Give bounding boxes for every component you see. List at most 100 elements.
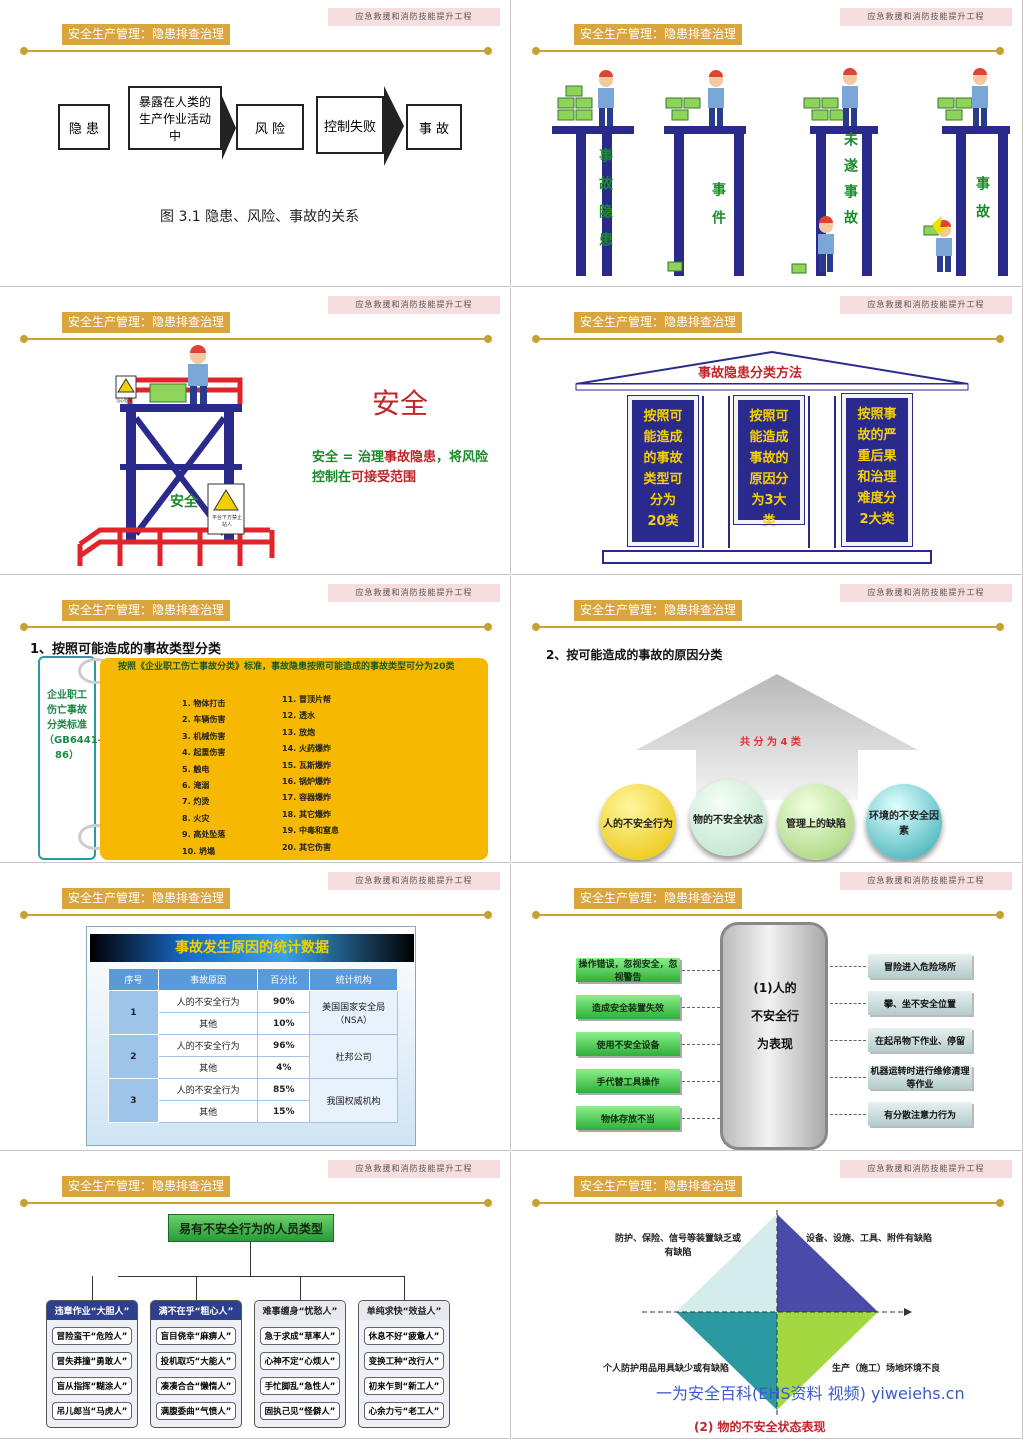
tree-branch [118, 1276, 404, 1277]
slide-tag: 应急救援和消防技能提升工程 [840, 584, 1012, 602]
percent-cell: 10% [257, 1012, 311, 1035]
stats-table: 序号 事故原因 百分比 统计机构 1 人的不安全行为 90% 美国国家安全局（N… [108, 968, 398, 1123]
slide-tag: 应急救援和消防技能提升工程 [328, 296, 500, 314]
people-group: 满不在乎“粗心人”盲目侥幸“麻痹人”投机取巧“大能人”凑凑合合“懒惰人”满腹委曲… [150, 1300, 242, 1428]
tower-label-near-miss: 未遂事故 [842, 132, 858, 236]
slide-4: 应急救援和消防技能提升工程 安全生产管理：隐患排查治理 事故隐患分类方法 按照可… [512, 288, 1023, 575]
org-cell: 美国国家安全局（NSA） [309, 990, 398, 1035]
people-types-title: 易有不安全行为的人员类型 [168, 1214, 334, 1242]
slide-3: 应急救援和消防技能提升工程 安全生产管理：隐患排查治理 当心坠落 平台下方禁止站… [0, 288, 511, 575]
people-type-item: 冒险蛮干“危险人” [52, 1327, 132, 1345]
type-list-card [100, 658, 488, 860]
title-rule [532, 623, 1004, 631]
percent-cell: 4% [257, 1056, 311, 1079]
col-header: 事故原因 [157, 968, 259, 991]
formula-part-a: 安全 = 治理 [312, 450, 384, 465]
slide-title: 安全生产管理：隐患排查治理 [62, 888, 231, 909]
connector-line [682, 1081, 720, 1082]
slide-title: 安全生产管理：隐患排查治理 [574, 1176, 743, 1197]
slide-tag: 应急救援和消防技能提升工程 [840, 1160, 1012, 1178]
connector-line [830, 966, 866, 967]
safety-heading: 安全 [372, 387, 429, 420]
row-number: 2 [108, 1034, 159, 1079]
watermark: 一为安全百科(EHS资料 视频) yiweiehs.cn [656, 1384, 965, 1403]
people-type-item: 凑凑合合“懒惰人” [156, 1377, 236, 1395]
arrow-center-text: 共 分 为 4 类 [740, 737, 801, 748]
percent-cell: 96% [257, 1034, 311, 1057]
accident-type-item: 16. 锅炉爆炸 [282, 777, 331, 787]
formula-part-b: 事故隐患 [383, 450, 436, 465]
accident-type-item: 7. 灼烫 [182, 797, 210, 807]
connector-line [682, 1044, 720, 1045]
slide-title: 安全生产管理：隐患排查治理 [62, 24, 231, 45]
accident-type-item: 18. 其它爆炸 [282, 809, 331, 819]
slide-title: 安全生产管理：隐患排查治理 [62, 1176, 231, 1197]
accident-type-item: 1. 物体打击 [182, 699, 226, 708]
flow-box-control-fail: 控制失败 [316, 96, 384, 154]
org-cell: 我国权威机构 [309, 1078, 398, 1123]
connector-line [682, 970, 720, 971]
accident-type-item: 3. 机械伤害 [182, 731, 226, 741]
people-type-item: 初来乍到“新工人” [364, 1377, 444, 1395]
quadrant-bottom-left: 个人防护用品用具缺少或有缺陷 [602, 1364, 729, 1374]
platform-label: 安全 [170, 494, 198, 510]
section-heading: 2、按可能造成的事故的原因分类 [546, 648, 723, 662]
circle-management: 管理上的缺陷 [778, 784, 854, 860]
pillar-gap-2 [808, 396, 836, 548]
accident-type-item: 13. 放炮 [282, 727, 315, 737]
accident-type-item: 6. 淹溺 [182, 781, 210, 791]
title-rule [532, 335, 1004, 343]
slide-tag: 应急救援和消防技能提升工程 [328, 1160, 500, 1178]
percent-cell: 15% [257, 1100, 311, 1123]
org-cell: 杜邦公司 [309, 1034, 398, 1079]
cause-cell: 人的不安全行为 [157, 1034, 259, 1057]
title-rule [532, 1199, 1004, 1207]
unsafe-behavior-left: 造成安全装置失效 [576, 995, 680, 1019]
pillar-severity: 按照事故的严重后果和治理难度分2大类 [841, 393, 913, 547]
slide-title: 安全生产管理：隐患排查治理 [574, 888, 743, 909]
tree-stem [300, 1276, 301, 1300]
people-type-item: 固执己见“怪僻人” [260, 1402, 340, 1420]
slide-tag: 应急救援和消防技能提升工程 [840, 8, 1012, 26]
cause-cell: 人的不安全行为 [157, 1078, 259, 1101]
circle-human: 人的不安全行为 [600, 784, 676, 860]
table-row: 其他 15% [109, 1100, 398, 1123]
title-rule [20, 623, 492, 631]
stats-banner: 事故发生原因的统计数据 [90, 934, 414, 962]
flow-arrow-2 [384, 86, 404, 166]
slide-title: 安全生产管理：隐患排查治理 [62, 600, 231, 621]
accident-type-item: 17. 容器爆炸 [282, 793, 331, 803]
title-rule [20, 335, 492, 343]
people-type-item: 冒失莽撞“勇敢人” [52, 1352, 132, 1370]
accident-type-item: 12. 透水 [282, 711, 315, 721]
people-type-item: 心神不定“心烦人” [260, 1352, 340, 1370]
table-row: 其他 4% [109, 1056, 398, 1079]
row-number: 3 [108, 1078, 159, 1123]
slide-tag: 应急救援和消防技能提升工程 [328, 584, 500, 602]
unsafe-behavior-right: 攀、坐不安全位置 [868, 991, 972, 1015]
pillar-gap-1 [702, 396, 730, 548]
slide-8: 应急救援和消防技能提升工程 安全生产管理：隐患排查治理 (1)人的不安全行为表现… [512, 864, 1023, 1151]
slide-5: 应急救援和消防技能提升工程 安全生产管理：隐患排查治理 1、按照可能造成的事故类… [0, 576, 511, 863]
slide-2: 应急救援和消防技能提升工程 安全生产管理：隐患排查治理 事故隐患 事件 未遂事故 [512, 0, 1023, 287]
slide-title: 安全生产管理：隐患排查治理 [574, 24, 743, 45]
tree-trunk [250, 1242, 251, 1276]
slide-7: 应急救援和消防技能提升工程 安全生产管理：隐患排查治理 事故发生原因的统计数据 … [0, 864, 511, 1151]
connector-line [830, 1003, 866, 1004]
slide-title: 安全生产管理：隐患排查治理 [574, 312, 743, 333]
table-row: 3 人的不安全行为 85% 我国权威机构 [108, 1078, 398, 1123]
standard-side-card: 企业职工伤亡事故分类标准（GB6441-86） [38, 656, 102, 860]
connector-line [830, 1077, 866, 1078]
people-group: 难事缠身“忧愁人”急于求成“草率人”心神不定“心烦人”手忙脚乱“急性人”固执己见… [254, 1300, 346, 1428]
connector-line [682, 1007, 720, 1008]
center-capsule [720, 922, 828, 1150]
people-type-item: 急于求成“草率人” [260, 1327, 340, 1345]
accident-type-item: 11. 冒顶片帮 [282, 695, 331, 704]
quadrant-bottom-right: 生产（施工）场地环境不良 [831, 1364, 940, 1374]
accident-type-item: 10. 坍塌 [182, 846, 215, 856]
cause-cell: 人的不安全行为 [157, 990, 259, 1013]
cause-cell: 其他 [157, 1012, 259, 1035]
flow-box-exposure: 暴露在人类的生产作业活动中 [128, 86, 222, 150]
